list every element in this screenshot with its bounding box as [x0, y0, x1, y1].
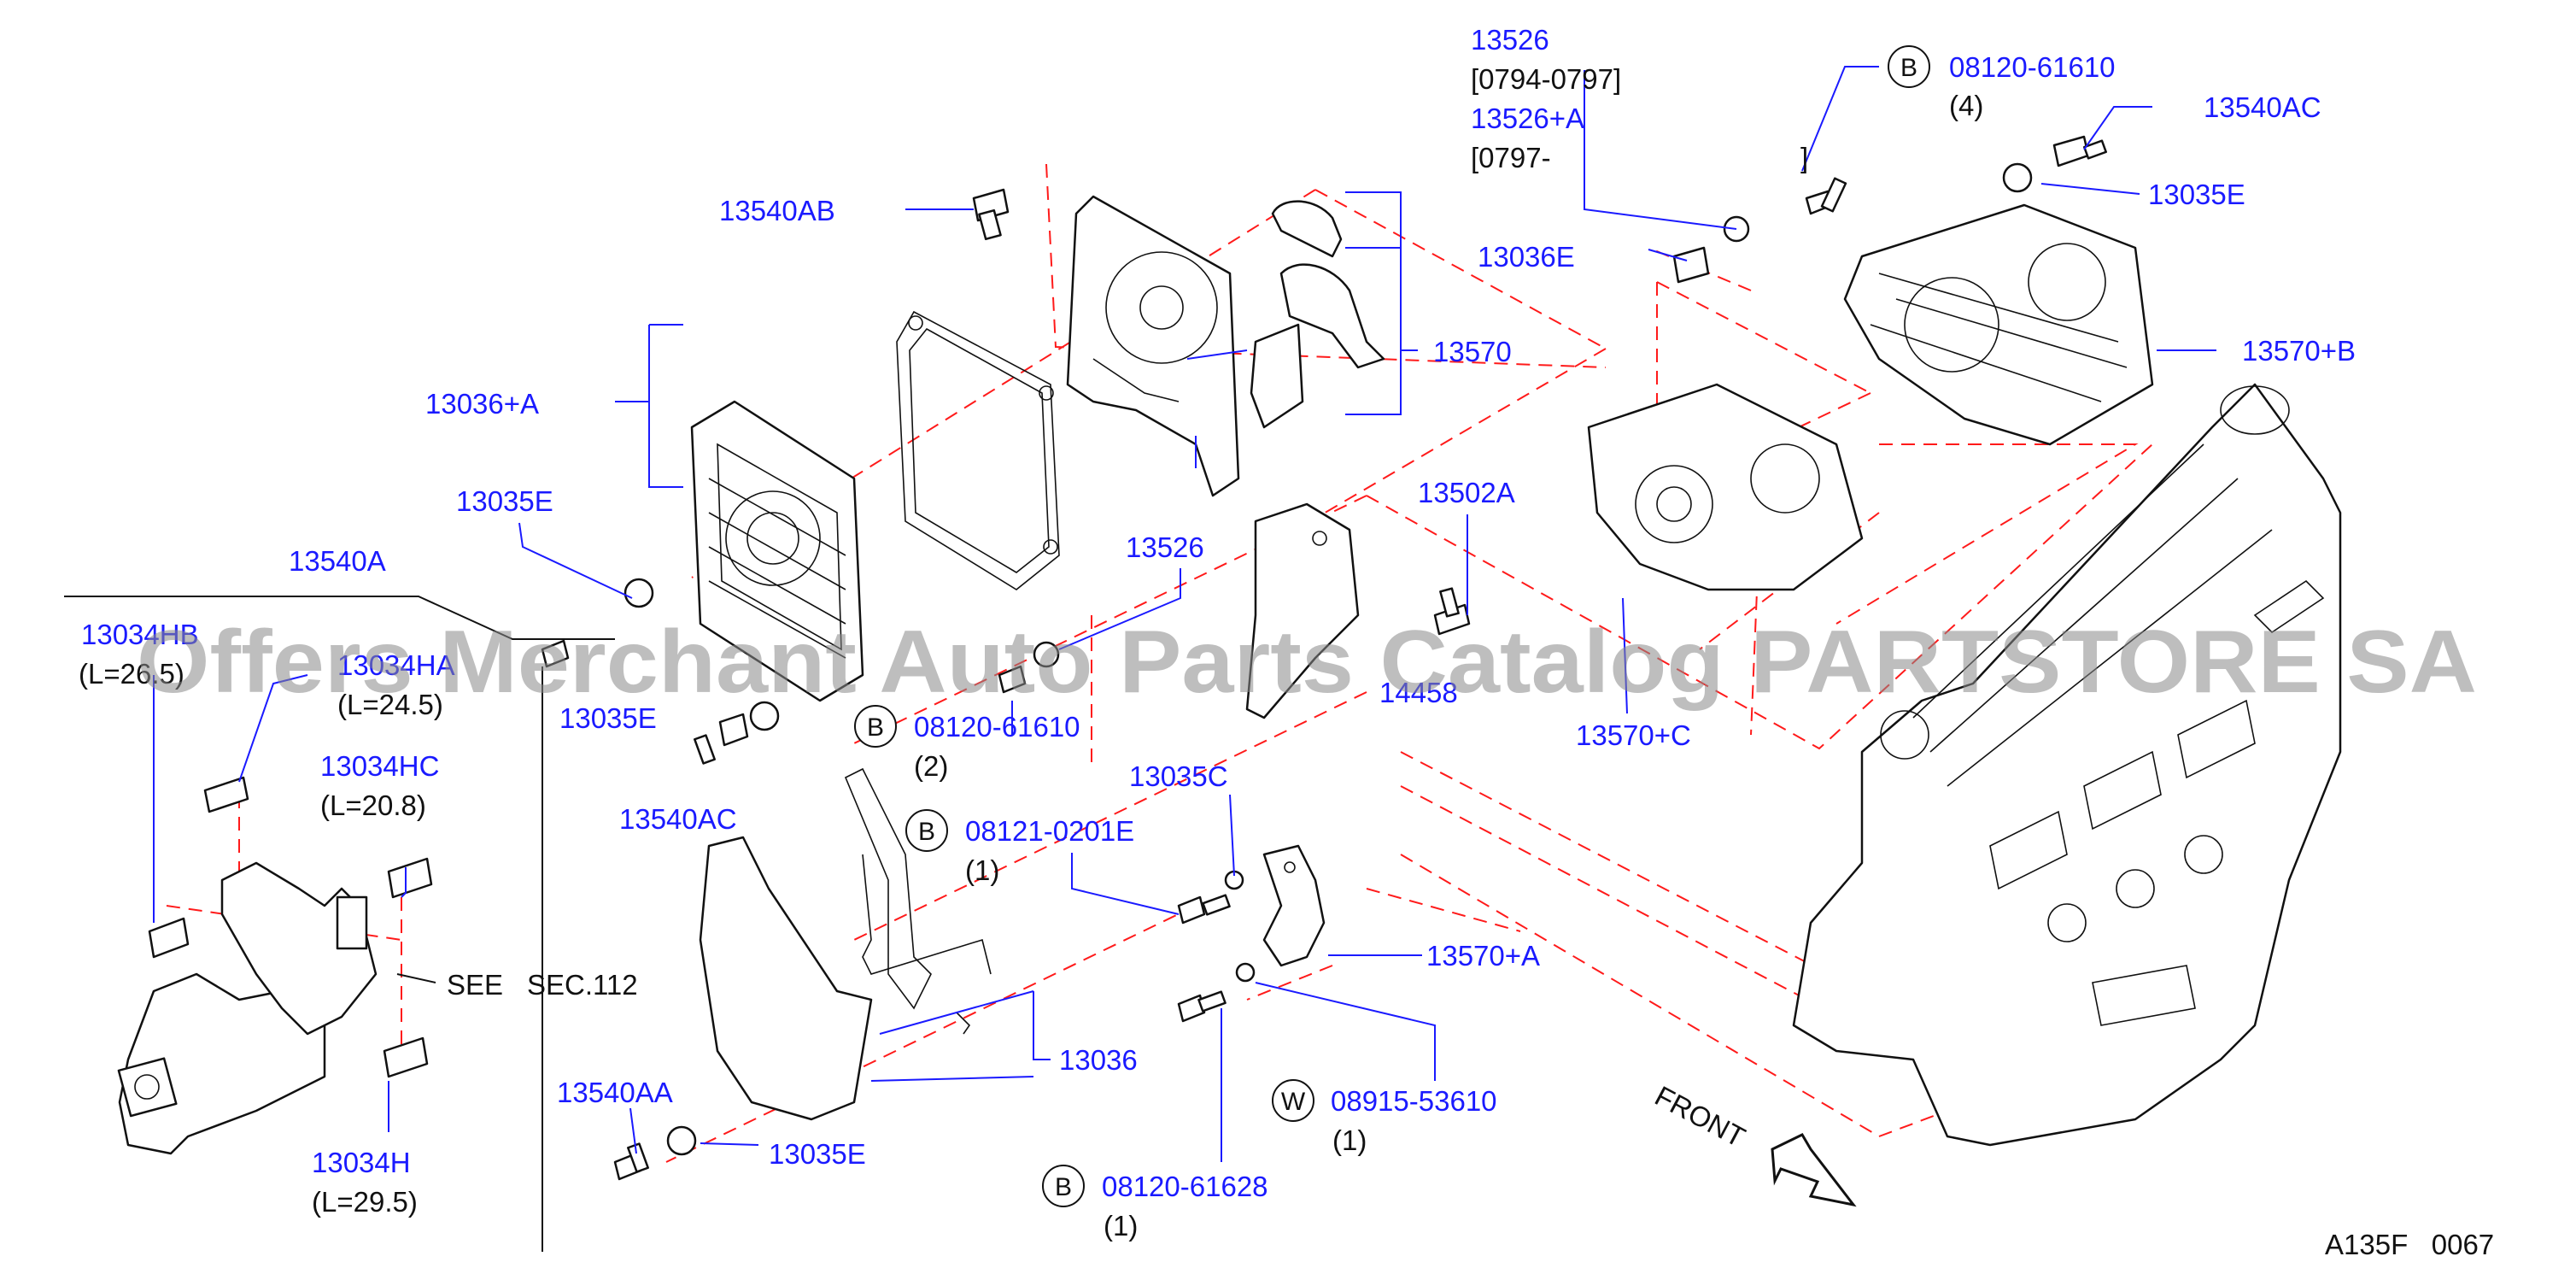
- rubber-grommets: [148, 776, 433, 1078]
- label-08121-0201E: 08121-0201E: [965, 815, 1134, 847]
- label-13035C: 13035C: [1129, 760, 1228, 792]
- lower-cover-13036: [699, 767, 992, 1121]
- label-13034HC-len: (L=20.8): [320, 790, 426, 821]
- bracket-14458: [1245, 502, 1360, 719]
- engine-block: [1792, 383, 2342, 1147]
- label-13526A: 13526+A: [1471, 103, 1584, 134]
- label-13034H: 13034H: [312, 1147, 411, 1178]
- see-label: SEE: [447, 969, 503, 1001]
- front-arrow-icon: [1771, 1133, 1857, 1207]
- label-08120-61610-mid-qty: (2): [914, 750, 948, 782]
- label-13540AA: 13540AA: [557, 1077, 673, 1108]
- figure-code: A135F 0067: [2325, 1229, 2494, 1260]
- label-13035E-top: 13035E: [2148, 179, 2245, 210]
- label-13570C: 13570+C: [1576, 719, 1691, 751]
- label-13502A: 13502A: [1418, 477, 1515, 508]
- label-14458: 14458: [1379, 677, 1458, 708]
- section-reference: SEC.112: [527, 969, 638, 1001]
- label-13034HA: 13034HA: [337, 649, 455, 681]
- label-13036E: 13036E: [1478, 241, 1575, 273]
- label-13526-mid: 13526: [1126, 531, 1204, 563]
- label-08120-61610-top-qty: (4): [1949, 90, 1983, 121]
- bracket-13570A: [1262, 844, 1326, 967]
- bolt-symbol-1: [1888, 45, 1930, 88]
- label-13526-top: 13526: [1471, 24, 1549, 56]
- label-13034HC: 13034HC: [320, 750, 439, 782]
- label-13540A: 13540A: [289, 545, 386, 577]
- part-labels: 13526 [0794-0797] 13526+A [0797- ] B 081…: [79, 24, 2356, 1242]
- label-13036: 13036: [1059, 1044, 1138, 1076]
- water-pump: [117, 861, 378, 1155]
- reference-lines: [64, 596, 615, 1252]
- label-13034HB-len: (L=26.5): [79, 658, 184, 690]
- bolts-and-washers: [541, 135, 2107, 1181]
- label-13540AC-top: 13540AC: [2204, 91, 2321, 123]
- bolt-symbol-2-text: B: [867, 713, 884, 742]
- leader-lines: [153, 66, 2216, 1162]
- label-13034HB: 13034HB: [81, 619, 199, 650]
- label-13526-top-range: [0794-0797]: [1471, 63, 1621, 95]
- front-indicator: FRONT: [1650, 1080, 1857, 1207]
- label-08915-53610: 08915-53610: [1331, 1085, 1497, 1117]
- label-13540AC-mid: 13540AC: [619, 803, 737, 835]
- bolt-symbol-3: [905, 809, 948, 852]
- label-13526A-range: [0797-: [1471, 142, 1551, 173]
- label-08120-61610-mid: 08120-61610: [914, 711, 1080, 743]
- label-13036A: 13036+A: [425, 388, 539, 420]
- label-13570A: 13570+A: [1426, 940, 1540, 972]
- timing-cover-13570C: [1587, 383, 1864, 591]
- label-08120-61628-qty: (1): [1104, 1210, 1138, 1242]
- label-13034H-len: (L=29.5): [312, 1186, 418, 1218]
- washer-symbol: [1272, 1079, 1314, 1122]
- timing-cover-13570B: [1843, 203, 2154, 446]
- label-13035E-left: 13035E: [456, 485, 553, 517]
- label-08121-0201E-qty: (1): [965, 854, 999, 886]
- label-13035E-bottom: 13035E: [769, 1138, 866, 1170]
- watermark: Offers Merchant Auto Parts Catalog PARTS…: [137, 613, 2477, 712]
- bolt-symbol-4: [1042, 1165, 1085, 1207]
- upper-timing-cover-13036A: [690, 400, 864, 702]
- rear-plate-13570: [1066, 195, 1385, 497]
- washer-symbol-text: W: [1281, 1088, 1306, 1116]
- bolt-symbol-1-text: B: [1900, 54, 1917, 82]
- label-13034HA-len: (L=24.5): [337, 689, 443, 720]
- label-13526A-range-close: ]: [1800, 142, 1808, 173]
- label-13570: 13570: [1433, 336, 1512, 367]
- label-13570B: 13570+B: [2242, 335, 2356, 367]
- label-08120-61610-top: 08120-61610: [1949, 51, 2116, 83]
- label-13540AB: 13540AB: [719, 195, 835, 226]
- label-08915-53610-qty: (1): [1332, 1124, 1367, 1156]
- bolt-symbol-4-text: B: [1055, 1173, 1072, 1201]
- bolt-symbol-3-text: B: [918, 818, 935, 846]
- front-label: FRONT: [1650, 1080, 1751, 1154]
- label-08120-61628: 08120-61628: [1102, 1171, 1268, 1202]
- bolt-symbol-2: [854, 705, 897, 748]
- timing-cover-gasket: [896, 310, 1060, 590]
- label-13035E-mid: 13035E: [559, 702, 657, 734]
